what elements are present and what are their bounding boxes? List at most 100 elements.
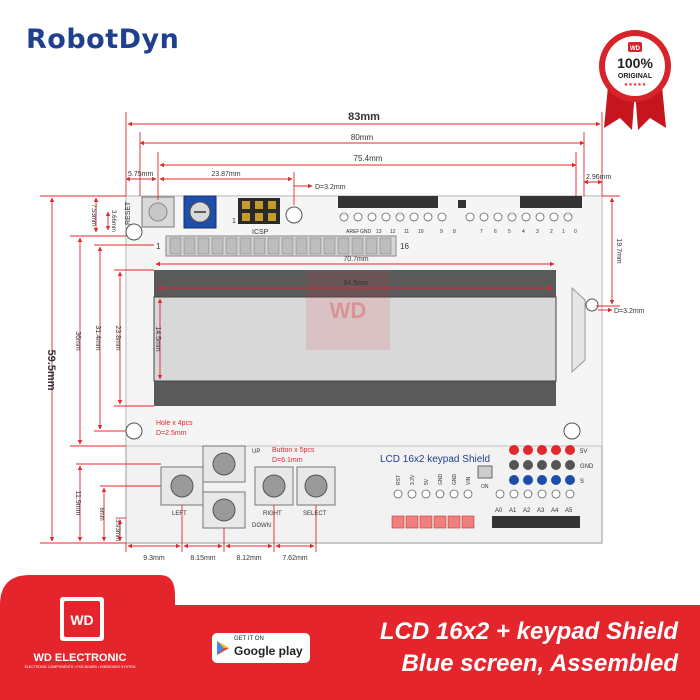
dim-70-7-label: 70.7mm (343, 256, 368, 263)
lcd-backlight-tab (571, 286, 586, 374)
vcc-pin (537, 445, 547, 455)
header-pin (479, 212, 489, 222)
analog-pin (565, 489, 575, 499)
pin-label-1: 1 (562, 229, 565, 235)
badge-label: ORIGINAL (618, 73, 653, 80)
analog-pin (509, 489, 519, 499)
store-name: WD ELECTRONIC (33, 652, 127, 664)
signal-pin (537, 475, 547, 485)
red-header-pin (447, 515, 461, 529)
digital-header-gap (458, 200, 466, 208)
lcd-pin (169, 237, 182, 255)
lcd-pin (365, 237, 378, 255)
dim-8-12-label: 8.12mm (236, 555, 261, 562)
watermark-logo-box (306, 270, 390, 350)
button-note-line2: D=6.1mm (272, 457, 303, 464)
left-button-cap (170, 474, 194, 498)
pin-label-5: 5 (508, 229, 511, 235)
lcd-pin16-label: 16 (400, 242, 409, 251)
icsp-pin (255, 201, 263, 209)
icsp-pin (255, 213, 263, 221)
pin-label-gnd2: GND (452, 474, 458, 486)
lcd-pin (267, 237, 280, 255)
signal-pin (565, 475, 575, 485)
power-pin (407, 489, 417, 499)
lcd-pin (379, 237, 392, 255)
power-pin (463, 489, 473, 499)
reset-button-cap (148, 202, 168, 222)
reset-label: RESET (125, 201, 132, 225)
pin-label-vin: VIN (466, 476, 472, 485)
pin-label-6: 6 (494, 229, 497, 235)
icsp-label: ICSP (252, 229, 269, 236)
dim-9-3-label: 9.3mm (143, 555, 165, 562)
lcd-pin (295, 237, 308, 255)
mount-hole (125, 422, 143, 440)
icsp-pin (268, 213, 276, 221)
store-tagline: ELECTRONIC COMPONENTS • PCB BOARD • EMBE… (24, 665, 136, 669)
up-button-cap (212, 452, 236, 476)
pin-label-aref: AREF (346, 229, 359, 235)
right-button-cap (262, 474, 286, 498)
icsp-pin (242, 213, 250, 221)
mount-hole (563, 422, 581, 440)
pin-label-9: 9 (440, 229, 443, 235)
google-play-label: Google play (234, 644, 303, 658)
header-pin (521, 212, 531, 222)
down-label: DOWN (252, 523, 271, 529)
badge-inner (605, 36, 665, 96)
icsp-pin1-label: 1 (232, 218, 236, 225)
dim-75-label: 75.4mm (354, 154, 383, 163)
header-pin (395, 212, 405, 222)
select-label: SELECT (303, 511, 327, 517)
product-title-line1: LCD 16x2 + keypad Shield (379, 618, 678, 645)
dim-59-5-label: 59.5mm (45, 350, 57, 391)
vcc-pin (551, 445, 561, 455)
dim-14-5-label: 14.5mm (154, 326, 161, 351)
analog-pin (495, 489, 505, 499)
pin-label-13: 13 (376, 229, 382, 235)
pin-label-11: 11 (404, 229, 409, 235)
signal-pin (523, 475, 533, 485)
mount-hole (585, 298, 599, 312)
icsp-pin (242, 201, 250, 209)
pin-label-gnd1: GND (438, 474, 444, 486)
lcd-pin (281, 237, 294, 255)
lcd-pin (211, 237, 224, 255)
mount-hole (285, 206, 303, 224)
analog-header-block (492, 516, 580, 528)
pin-label-4: 4 (522, 229, 525, 235)
red-header-pin (405, 515, 419, 529)
dim-7-62-label: 7.62mm (282, 555, 307, 562)
a4-label: A4 (551, 508, 559, 514)
gnd-pin (537, 460, 547, 470)
dim-3-66-label: 3.66mm (110, 210, 116, 232)
icsp-pin (268, 201, 276, 209)
dim-8-15-label: 8.15mm (190, 555, 215, 562)
5v-label: 5V (580, 449, 587, 455)
lcd-pin (253, 237, 266, 255)
vcc-pin (523, 445, 533, 455)
dim-19-7-label: 19.7mm (615, 238, 622, 263)
lcd-pin (197, 237, 210, 255)
dim-83-label: 83mm (348, 111, 380, 123)
lcd-pin (183, 237, 196, 255)
badge-logo-text: WD (630, 46, 641, 52)
a2-label: A2 (523, 508, 531, 514)
power-switch (477, 465, 493, 479)
red-header-pin (391, 515, 405, 529)
analog-pin (551, 489, 561, 499)
dim-3-93-label: 3.93mm (114, 519, 120, 541)
google-play-small: GET IT ON (234, 636, 264, 642)
lcd-pin (225, 237, 238, 255)
pin-label-2: 2 (550, 229, 553, 235)
header-pin (423, 212, 433, 222)
store-logo-text: WD (70, 612, 93, 628)
lcd-pin (309, 237, 322, 255)
analog-pin (537, 489, 547, 499)
board-title: LCD 16x2 keypad Shield (380, 454, 490, 465)
footer-main-panel (175, 605, 700, 700)
header-pin (507, 212, 517, 222)
power-pin (421, 489, 431, 499)
lcd-pin (351, 237, 364, 255)
